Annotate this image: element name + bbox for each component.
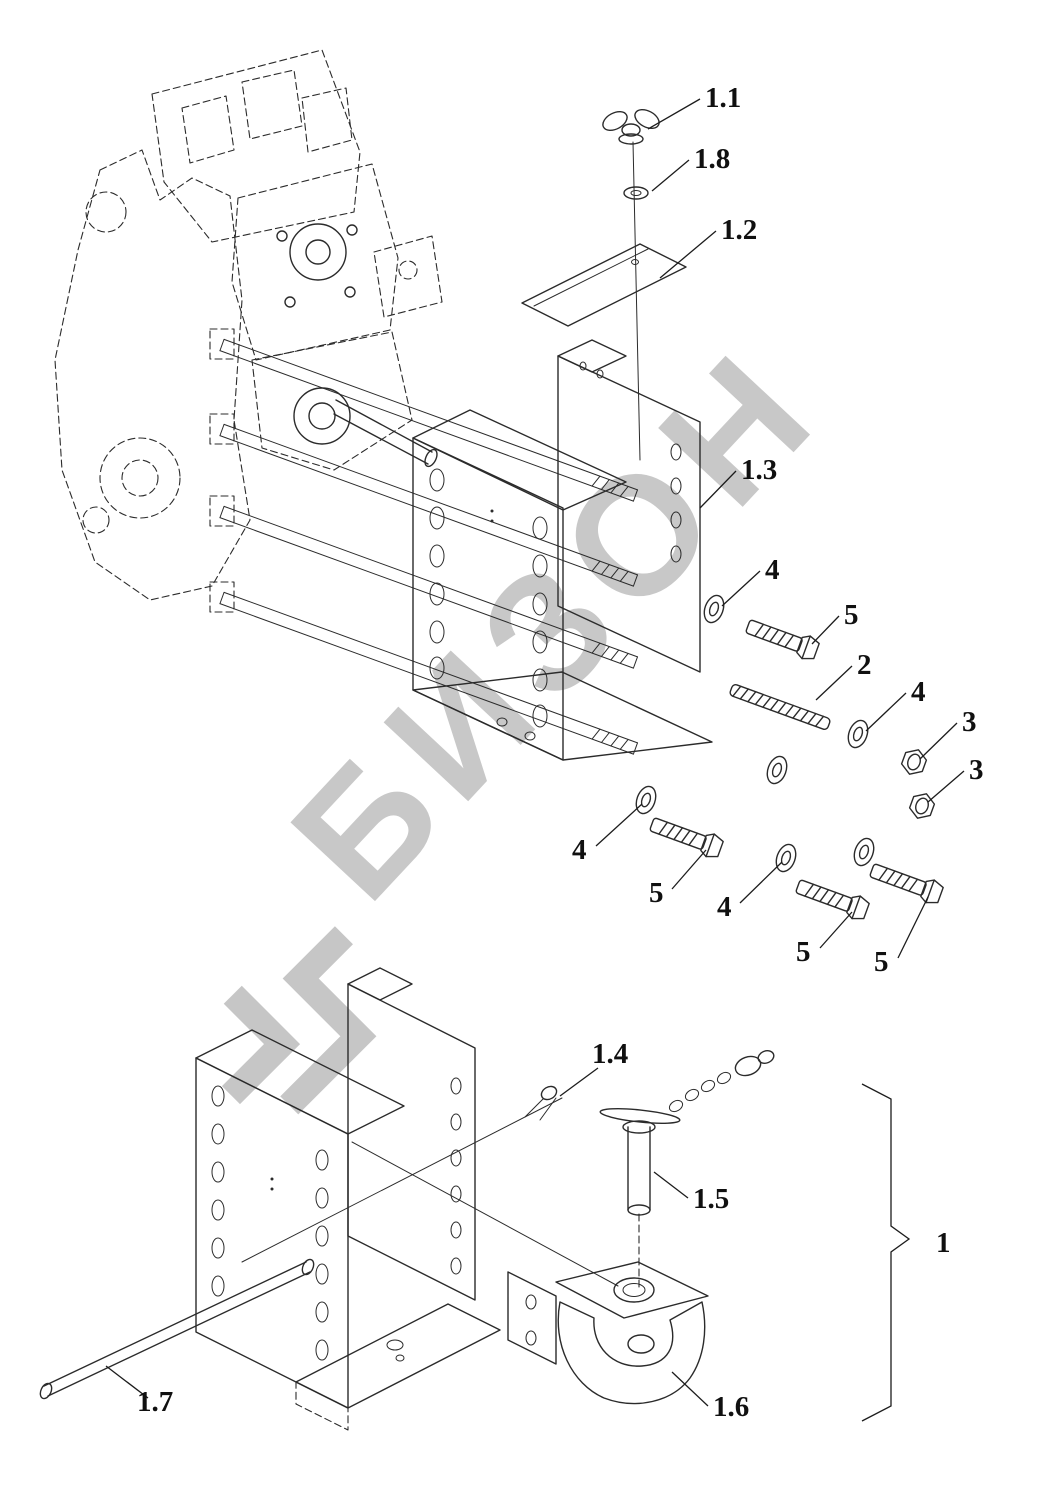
callout-label-5d: 5 [874,946,889,978]
callout-label-2: 2 [857,649,872,681]
jaw-axis-line [351,1141,619,1287]
stud [728,682,832,732]
hex-nut [906,789,938,823]
hitch-pin [599,1050,775,1289]
hex-bolt [743,614,822,664]
machine-outline [54,49,443,601]
bizon-logo-watermark [221,926,377,1115]
callout-label-5a: 5 [844,599,859,631]
flat-washer [632,783,660,817]
callout-label-4d: 4 [717,891,732,923]
clip-axis-line [241,1097,563,1263]
callout-label-1-4: 1.4 [592,1038,628,1070]
hex-nut [898,745,930,779]
tie-rods [209,328,639,755]
hex-bolt [793,874,872,924]
callout-label-1-1: 1.1 [705,82,741,114]
upper-hitch-bracket [412,339,713,761]
callout-label-4b: 4 [911,676,926,708]
callout-label-5c: 5 [796,936,811,968]
callout-label-4a: 4 [765,554,780,586]
callout-labels: 1.1 1.8 1.2 1.3 4 5 2 4 3 3 4 5 4 5 5 1.… [137,82,984,1423]
hex-bolt [647,812,726,862]
lower-hitch-bracket [195,967,501,1431]
wing-nut [602,108,660,145]
spring-washer [850,835,878,869]
callout-label-1-7: 1.7 [137,1386,173,1418]
leader-lines [105,98,965,1407]
callout-label-5b: 5 [649,877,664,909]
callout-label-1: 1 [936,1227,951,1259]
callout-label-3b: 3 [969,754,984,786]
fasteners [632,592,946,924]
flat-washer [844,717,872,751]
callout-label-1-6: 1.6 [713,1391,749,1423]
callout-label-1-3: 1.3 [741,454,777,486]
hex-bolt [867,858,946,908]
cross-rod [39,1258,315,1400]
linch-clip [524,1085,558,1121]
callout-label-4c: 4 [572,834,587,866]
callout-label-1-5: 1.5 [693,1183,729,1215]
callout-label-3a: 3 [962,706,977,738]
spring-washer [763,753,791,787]
watermark-text: БИЗОН [256,311,855,934]
flat-washer-top [623,186,649,200]
callout-label-1-2: 1.2 [721,214,757,246]
hitch-jaw [507,1261,709,1405]
group-brace [861,1083,911,1422]
callout-label-1-8: 1.8 [694,143,730,175]
flat-washer [772,841,800,875]
retainer-plate [521,243,687,327]
